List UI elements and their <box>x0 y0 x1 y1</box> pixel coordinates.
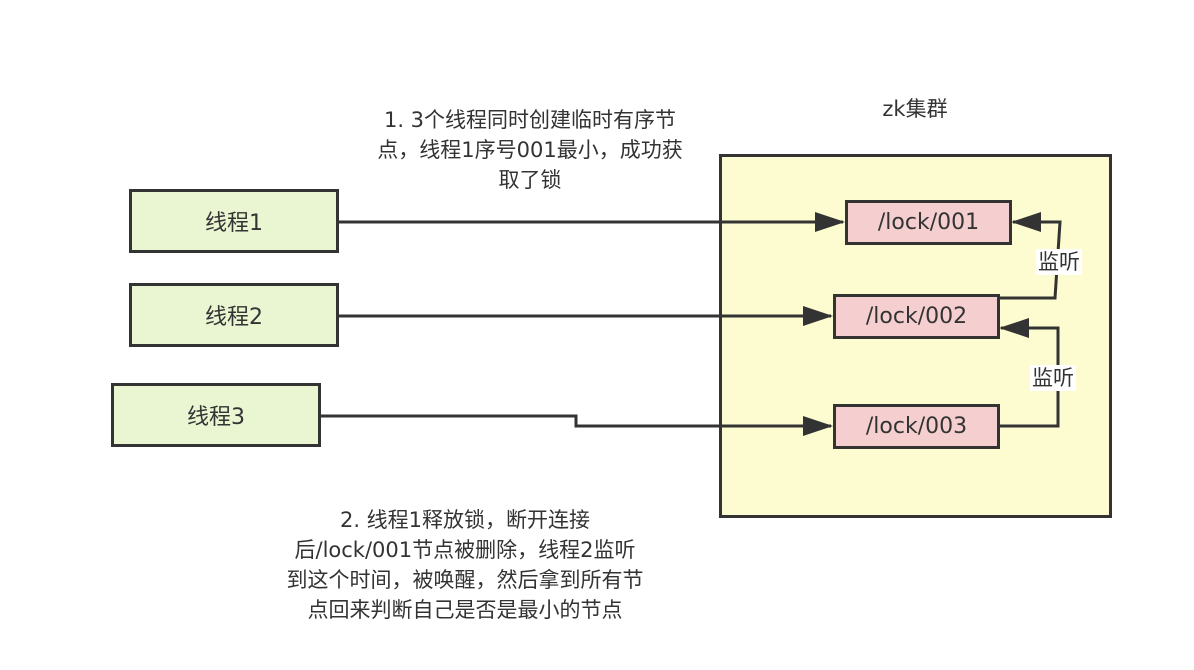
thread-1-label: 线程1 <box>205 211 263 236</box>
watch-label-2: 监听 <box>1030 365 1076 391</box>
thread-2-box: 线程2 <box>129 283 339 347</box>
lock-node-003: /lock/003 <box>833 404 1000 449</box>
annotation-step2: 2. 线程1释放锁，断开连接 后/lock/001节点被删除，线程2监听 到这个… <box>230 505 700 625</box>
thread-3-label: 线程3 <box>187 405 245 430</box>
thread-2-label: 线程2 <box>205 305 263 330</box>
annotation-step2-line: 2. 线程1释放锁，断开连接 <box>339 508 591 532</box>
lock-node-001: /lock/001 <box>845 200 1012 245</box>
annotation-step2-line: 到这个时间，被唤醒，然后拿到所有节 <box>286 568 644 592</box>
thread-3-box: 线程3 <box>111 383 321 447</box>
annotation-step2-line: 点回来判断自己是否是最小的节点 <box>307 598 623 622</box>
watch-label-1: 监听 <box>1036 249 1082 275</box>
annotation-step1-line: 1. 3个线程同时创建临时有序节 <box>383 108 677 132</box>
thread-1-box: 线程1 <box>129 189 339 253</box>
lock-node-003-label: /lock/003 <box>865 414 968 439</box>
cluster-title: zk集群 <box>882 97 948 121</box>
lock-node-002-label: /lock/002 <box>865 304 968 329</box>
lock-node-002: /lock/002 <box>833 294 1000 339</box>
annotation-step1: 1. 3个线程同时创建临时有序节 点，线程1序号001最小，成功获 取了锁 <box>330 105 730 195</box>
annotation-step1-line: 点，线程1序号001最小，成功获 <box>377 138 683 162</box>
connector-thread3-node003 <box>320 414 833 436</box>
annotation-step2-line: 后/lock/001节点被删除，线程2监听 <box>294 538 636 562</box>
annotation-step1-line: 取了锁 <box>498 168 562 192</box>
lock-node-001-label: /lock/001 <box>877 210 980 235</box>
